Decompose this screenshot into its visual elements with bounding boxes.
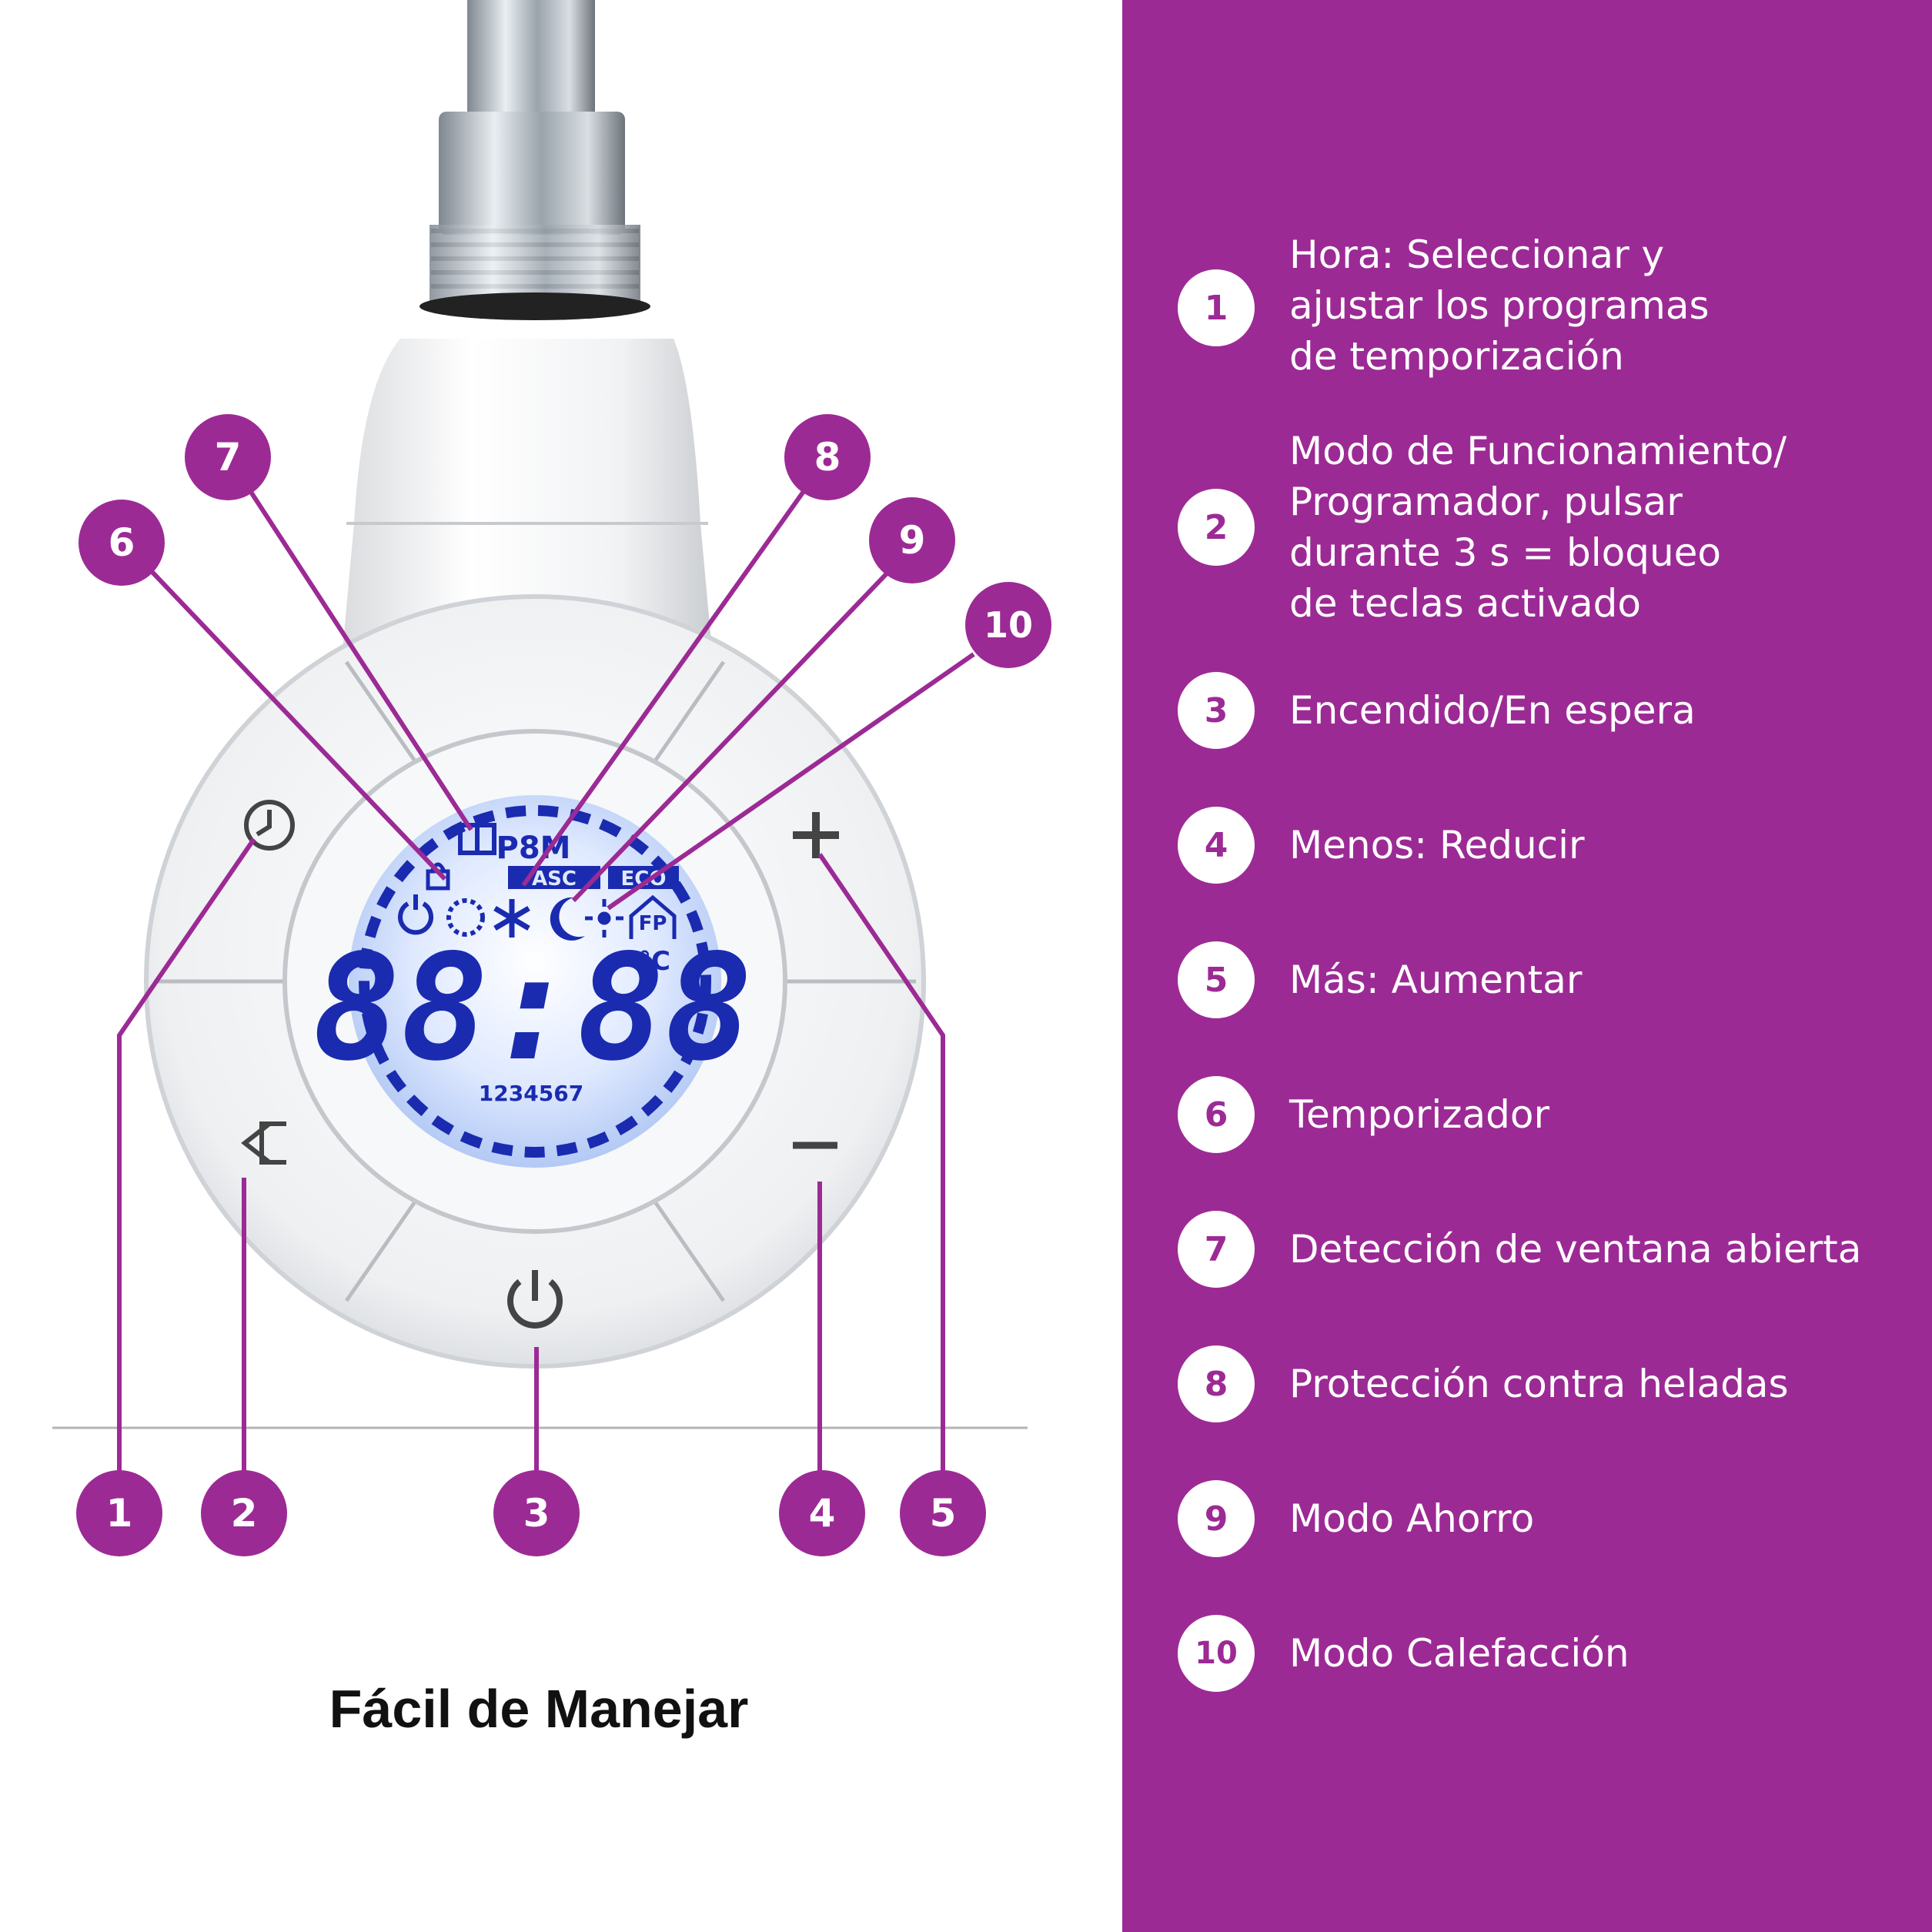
svg-text:10: 10 (984, 604, 1033, 646)
legend-number: 5 (1178, 941, 1255, 1018)
caption: Fácil de Manejar (329, 1679, 749, 1739)
legend-number: 10 (1178, 1615, 1255, 1692)
svg-text:1: 1 (106, 1491, 133, 1536)
svg-text:5: 5 (930, 1491, 957, 1536)
callout-1: 1 (76, 1470, 162, 1556)
lcd-power-icon (398, 894, 433, 935)
legend-number: 3 (1178, 672, 1255, 749)
callout-6: 6 (79, 500, 165, 586)
legend-label: Más: Aumentar (1289, 958, 1583, 1002)
callout-9: 9 (869, 497, 955, 583)
svg-text:9: 9 (899, 518, 926, 563)
lcd-moon-icon (550, 897, 585, 941)
o-ring (419, 292, 650, 320)
clock-icon[interactable] (244, 800, 295, 851)
svg-text:4: 4 (809, 1491, 836, 1536)
lcd-digits: 88:88 (313, 923, 753, 1093)
chrome-nut (439, 112, 625, 235)
svg-text:6: 6 (109, 520, 135, 565)
lcd-temp-unit: °C (638, 946, 670, 977)
svg-text:3: 3 (523, 1491, 550, 1536)
legend-label: Modo Calefacción (1289, 1631, 1629, 1676)
callout-2: 2 (201, 1470, 287, 1556)
legend-label: Temporizador (1289, 1092, 1550, 1137)
legend-label: Modo de Funcionamiento/ Programador, pul… (1289, 429, 1787, 626)
legend-label: Menos: Reducir (1289, 823, 1585, 867)
lcd-house-icon (629, 894, 677, 939)
callout-10: 10 (965, 582, 1051, 668)
lcd-fp-badge: FP (639, 912, 667, 935)
legend-number: 4 (1178, 807, 1255, 884)
callout-5: 5 (900, 1470, 986, 1556)
callout-7: 7 (185, 414, 271, 500)
button-dividers (154, 660, 916, 1302)
lcd-days: 1234567 (479, 1081, 583, 1106)
legend-number: 9 (1178, 1480, 1255, 1557)
legend-label: Protección contra heladas (1289, 1362, 1789, 1406)
lcd-timer-icon (446, 898, 485, 937)
legend-label: Detección de ventana abierta (1289, 1227, 1862, 1272)
legend-label: Hora: Seleccionar y ajustar los programa… (1289, 232, 1710, 379)
lcd-sun-icon (585, 899, 623, 938)
lcd-snowflake-icon (493, 899, 530, 938)
legend-number: 1 (1178, 269, 1255, 346)
legend-label: Modo Ahorro (1289, 1496, 1535, 1541)
legend-number: 6 (1178, 1076, 1255, 1153)
plus-icon[interactable] (793, 812, 839, 858)
legend-number: 2 (1178, 489, 1255, 566)
callout-8: 8 (784, 414, 871, 500)
legend-number: 7 (1178, 1211, 1255, 1288)
callout-3: 3 (493, 1470, 580, 1556)
legend-number: 8 (1178, 1345, 1255, 1422)
thread-block (430, 225, 640, 302)
lcd-dashed-ring (359, 805, 711, 1158)
svg-text:7: 7 (215, 435, 242, 480)
lcd-window-icon (458, 823, 496, 855)
svg-text:8: 8 (814, 435, 841, 480)
legend-label: Encendido/En espera (1289, 688, 1696, 733)
chrome-pipe (467, 0, 595, 123)
power-icon[interactable] (507, 1270, 563, 1329)
callout-4: 4 (779, 1470, 865, 1556)
lcd-mode-asc: ASC (532, 867, 577, 891)
thermostat-diagram: 88:88 °C P8M ASC ECO FP 1234567 (52, 0, 1051, 1556)
legend-panel (1122, 0, 1932, 1932)
svg-text:2: 2 (231, 1491, 258, 1536)
mode-arrow-icon[interactable] (241, 1121, 286, 1165)
